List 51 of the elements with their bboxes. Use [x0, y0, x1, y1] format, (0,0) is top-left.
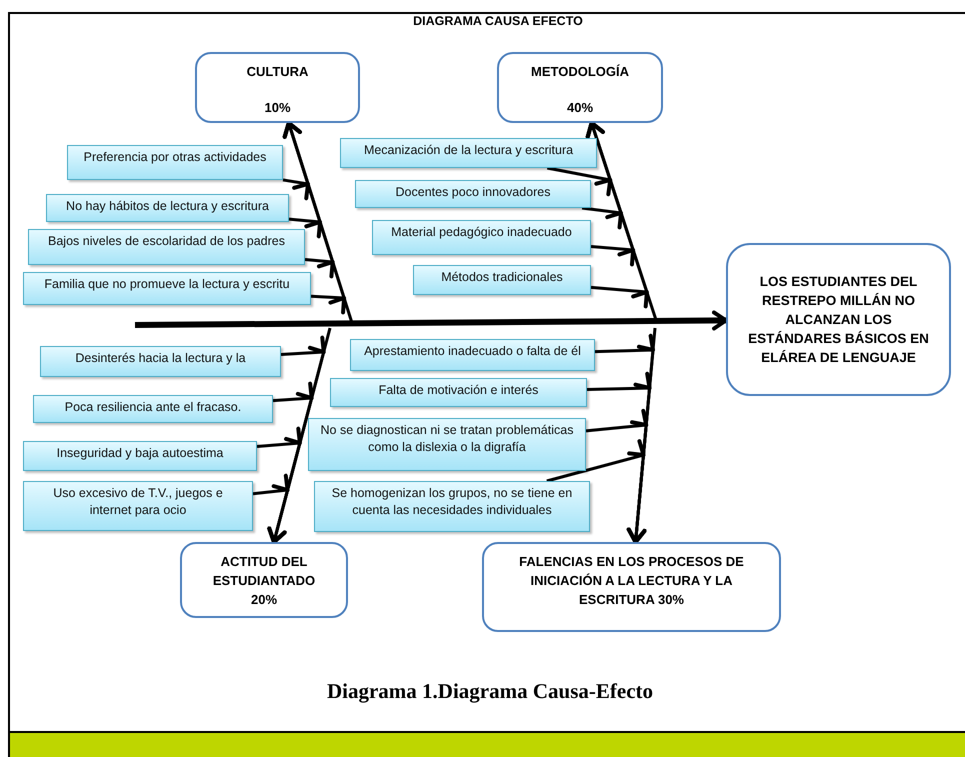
cause-arrow: [546, 439, 646, 542]
node-percentage: 40%: [566, 98, 594, 116]
node-label: Aprestamiento inadecuado o falta de él: [364, 343, 581, 360]
cause-arrow: [586, 122, 649, 308]
cause-box: [314, 481, 590, 532]
cause-box: [372, 220, 591, 255]
category-box: [180, 542, 348, 618]
diagram-title: DIAGRAMA CAUSA EFECTO: [412, 13, 584, 30]
node-label: Desinterés hacia la lectura y la: [75, 350, 246, 367]
node-percentage: 10%: [264, 98, 291, 116]
cause-box: [355, 180, 591, 208]
node-label: CULTURA: [246, 63, 308, 81]
cause-box: [340, 138, 597, 168]
node-label: Se homogenizan los grupos, no se tiene en cuenta las necesidades individuales: [330, 485, 574, 519]
category-box: [497, 52, 663, 123]
node-label: FALENCIAS EN LOS PROCESOS DE INICIACIÓN A LA LECTURA Y LA ESCRITURA 30%: [518, 553, 745, 609]
cause-box: [330, 378, 587, 407]
node-label: Mecanización de la lectura y escritura: [364, 142, 574, 159]
node-label: Familia que no promueve la lectura y escritu: [44, 276, 290, 293]
node-label: Uso excesivo de T.V., juegos e internet para ocio: [52, 485, 224, 519]
spine-arrow: [134, 310, 728, 330]
node-label: Docentes poco innovadores: [396, 184, 550, 201]
node-label: Inseguridad y baja autoestima: [56, 445, 224, 462]
cause-box: [23, 272, 311, 305]
node-label: No se diagnostican ni se tratan problemáticas como la dislexia o la digrafía: [320, 422, 574, 456]
cause-box: [23, 441, 257, 471]
cause-box: [46, 194, 289, 222]
category-box: [195, 52, 360, 123]
category-box: [482, 542, 781, 632]
node-label: Preferencia por otras actividades: [84, 149, 266, 166]
node-label: No hay hábitos de lectura y escritura: [66, 198, 269, 215]
node-label: Material pedagógico inadecuado: [391, 224, 572, 241]
cause-box: [40, 346, 281, 377]
cause-box: [350, 339, 595, 371]
cause-box: [23, 481, 253, 531]
node-label: Falta de motivación e interés: [378, 382, 538, 399]
node-label: LOS ESTUDIANTES DEL RESTREPO MILLÁN NO ALCANZAN LOS ESTÁNDARES BÁSICOS EN ELÁREA DE LENGUAJE: [748, 273, 929, 367]
cause-box: [413, 265, 591, 295]
effect-box: [726, 243, 951, 396]
cause-box: [67, 145, 283, 180]
node-label: Bajos niveles de escolaridad de los padres: [48, 233, 285, 250]
node-label: ACTITUD DEL ESTUDIANTADO: [212, 553, 316, 590]
figure-caption: Diagrama 1.Diagrama Causa-Efecto: [326, 678, 654, 705]
node-label: Poca resiliencia ante el fracaso.: [64, 399, 242, 416]
node-label: METODOLOGÍA: [531, 63, 629, 81]
cause-box: [33, 395, 273, 423]
node-label: Métodos tradicionales: [441, 269, 563, 286]
node-percentage: 20%: [250, 591, 278, 609]
cause-box: [28, 229, 305, 265]
cause-arrow: [252, 474, 290, 542]
cause-box: [308, 418, 586, 471]
